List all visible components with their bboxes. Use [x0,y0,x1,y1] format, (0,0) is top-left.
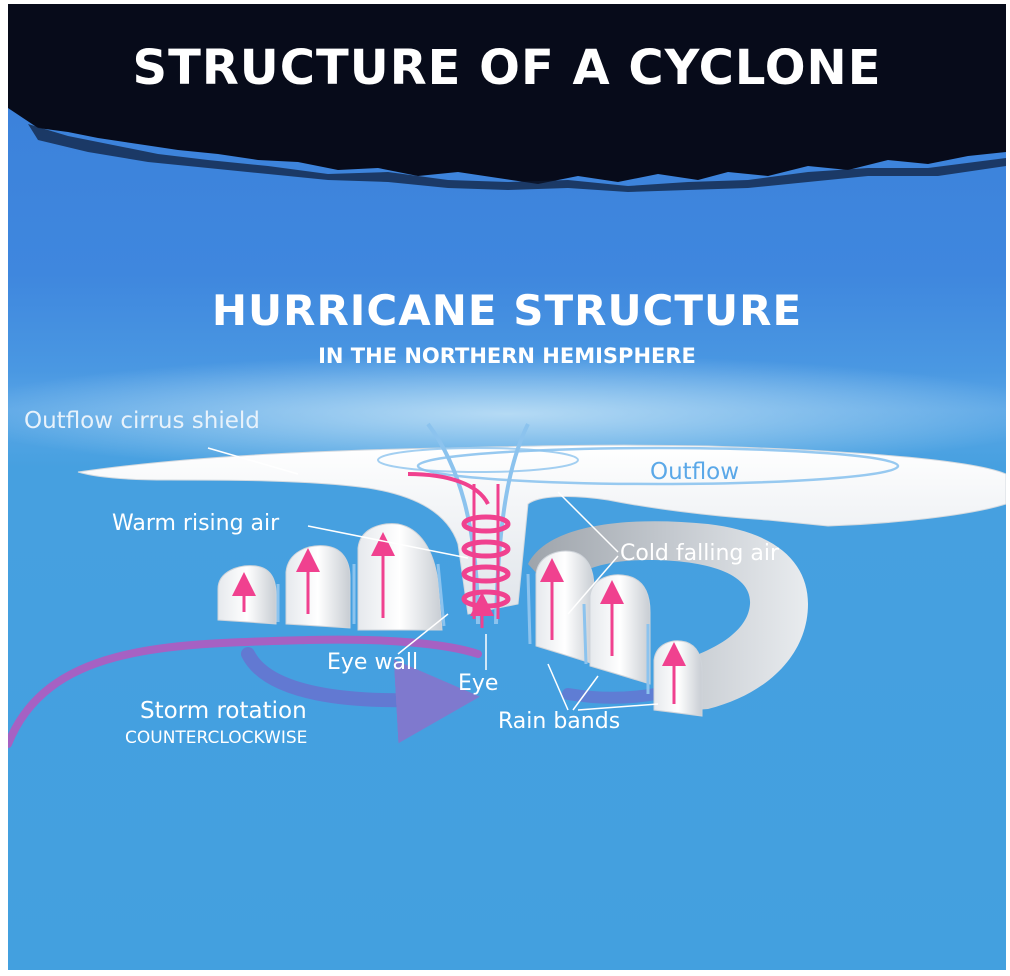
diagram-frame: STRUCTURE OF A CYCLONE HURRICANE STRUCTU… [8,4,1006,970]
warm-rising-arrows [232,532,686,704]
diagram-title: HURRICANE STRUCTURE [211,286,803,335]
label-eye: Eye [458,671,499,696]
left-rain-bands [217,523,443,631]
leader-lines [207,447,659,711]
label-cold-falling-air: Cold falling air [620,541,779,566]
storm-rotation-arrow [8,635,482,748]
cool-descending-arrow [426,422,480,625]
outflow-ring [416,446,900,486]
right-rain-bands [535,550,703,717]
rotation-arc-arrow [241,647,480,744]
outflow-inner-ring [377,447,579,473]
label-rain-bands: Rain bands [498,709,621,734]
label-warm-rising-air: Warm rising air [112,511,280,536]
rain-band-ring [528,521,808,712]
label-storm-rotation: Storm rotation [140,698,307,724]
label-rotation-direction: COUNTERCLOCKWISE [125,728,308,748]
label-outflow: Outflow [650,459,740,485]
cold-falling-arrows [276,563,650,694]
header-band-shape [8,4,1006,184]
label-outflow-cirrus-shield: Outflow cirrus shield [24,408,260,434]
diagram-subtitle: IN THE NORTHERN HEMISPHERE [318,344,696,368]
main-title: STRUCTURE OF A CYCLONE [132,40,882,96]
warm-outflow-arrow [407,472,490,506]
horizon-haze [8,354,1006,474]
hurricane-illustration [8,4,1006,748]
label-eye-wall: Eye wall [327,650,419,675]
